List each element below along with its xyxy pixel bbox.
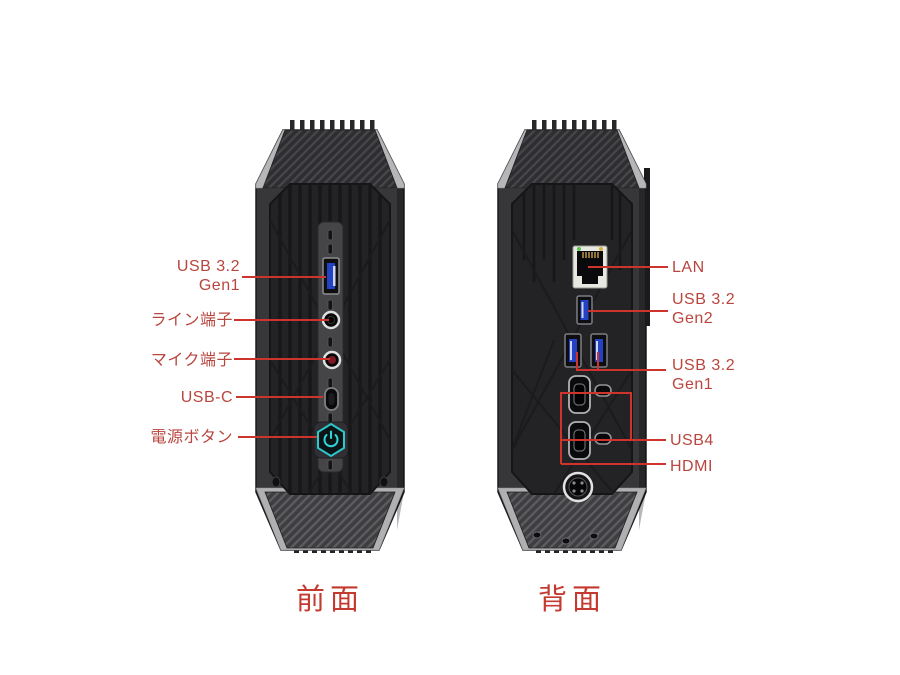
caption-front-view: 前面: [295, 584, 364, 616]
power-button[interactable]: [313, 421, 349, 459]
mic-jack: [322, 350, 342, 370]
strip-slots: [327, 229, 333, 471]
dc-power-jack: [562, 471, 594, 503]
label-line: USB 3.2: [672, 357, 736, 374]
bottom-carbon-band: [264, 491, 396, 549]
chassis-right-shade: [397, 172, 404, 530]
chassis-right-shade: [639, 172, 646, 530]
top-carbon-band: [262, 129, 398, 189]
label-line: USB 3.2: [176, 258, 240, 275]
screw-hole: [379, 476, 389, 488]
lan-led-green: [577, 247, 581, 251]
label-front-usbc: USB-C: [180, 389, 233, 406]
usb-a-gen1-port-left: [564, 333, 582, 368]
top-carbon-band: [504, 129, 640, 189]
label-back-hdmi: HDMI: [670, 458, 713, 475]
label-line: Gen2: [672, 310, 714, 327]
usb-a-gen1-port-right: [590, 333, 608, 368]
label-front-mic-jack: マイク端子: [150, 352, 233, 369]
hdmi-port-bottom: [568, 421, 591, 460]
line-out-jack: [321, 310, 341, 330]
label-line: Gen1: [672, 376, 714, 393]
front-device-photo: [255, 120, 405, 553]
hdmi-port-top: [568, 375, 591, 414]
label-front-power-button: 電源ボタン: [150, 429, 233, 446]
label-back-usb32-gen2: USB 3.2 Gen2: [672, 290, 735, 328]
usb4-port-top: [594, 384, 612, 397]
bottom-band-holes: [532, 531, 599, 545]
label-line: USB 3.2: [672, 291, 736, 308]
top-vent-teeth: [532, 120, 617, 132]
label-back-lan: LAN: [672, 259, 705, 276]
usb-c-port: [324, 387, 339, 411]
screw-hole: [271, 476, 281, 488]
back-device-photo: [497, 120, 650, 553]
caption-back-view: 背面: [537, 584, 606, 616]
label-line: Gen1: [198, 277, 240, 294]
label-back-usb4: USB4: [670, 432, 714, 449]
label-front-line-jack: ライン端子: [150, 312, 233, 329]
power-icon: [323, 430, 339, 448]
lan-port: [572, 245, 608, 289]
lan-led-amber: [599, 247, 603, 251]
usb-a-gen2-port: [576, 295, 593, 325]
usb4-port-bottom: [594, 432, 612, 445]
top-vent-teeth: [290, 120, 375, 132]
label-front-usb32-gen1: USB 3.2 Gen1: [177, 257, 240, 295]
label-back-usb32-gen1: USB 3.2 Gen1: [672, 356, 735, 394]
usb-a-port: [322, 257, 340, 295]
side-fin: [644, 168, 650, 326]
